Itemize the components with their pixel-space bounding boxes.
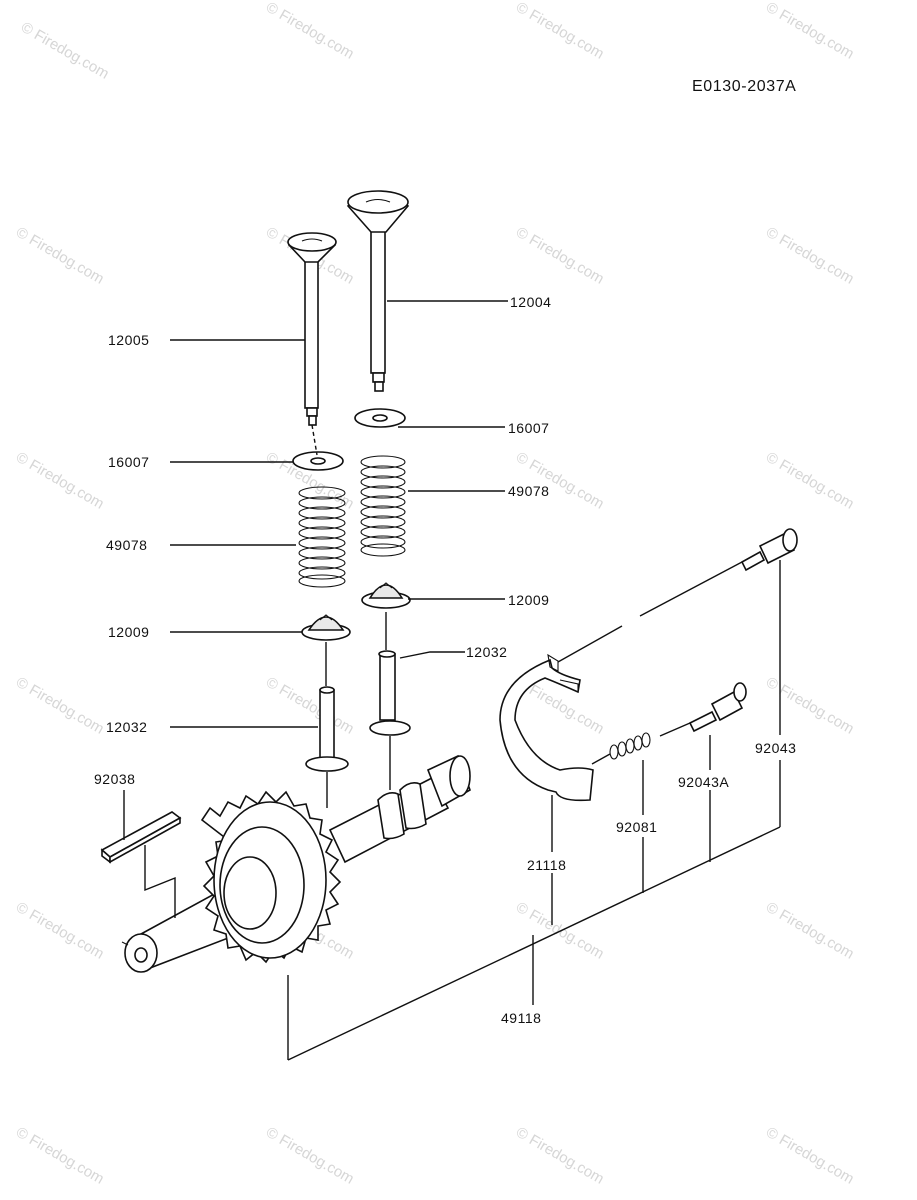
- tappet-12032-left: [305, 686, 349, 772]
- label-12005: 12005: [108, 332, 149, 348]
- watermark: © Firedog.com: [763, 449, 857, 513]
- label-21118: 21118: [527, 857, 566, 873]
- valve-12004: [346, 190, 410, 392]
- label-12009-right: 12009: [508, 592, 549, 608]
- watermark: © Firedog.com: [763, 1124, 857, 1188]
- pin-92043A: [688, 682, 747, 733]
- label-12032-left: 12032: [106, 719, 147, 735]
- tappet-12032-right: [369, 650, 411, 736]
- label-92043: 92043: [755, 740, 796, 756]
- spring-49078-left: [298, 486, 346, 588]
- watermark: © Firedog.com: [13, 449, 107, 513]
- spring-92081: [609, 732, 651, 760]
- watermark: © Firedog.com: [763, 0, 857, 63]
- watermark: © Firedog.com: [263, 0, 357, 63]
- watermark: © Firedog.com: [763, 224, 857, 288]
- diagram-code: E0130-2037A: [692, 78, 796, 95]
- watermark: © Firedog.com: [13, 1124, 107, 1188]
- label-12032-right: 12032: [466, 644, 507, 660]
- spring-49078-right: [360, 455, 406, 557]
- watermark: © Firedog.com: [13, 899, 107, 963]
- camshaft-49118: [121, 754, 471, 973]
- watermark: © Firedog.com: [263, 674, 357, 738]
- label-16007-left: 16007: [108, 454, 149, 470]
- watermark: © Firedog.com: [13, 674, 107, 738]
- valve-12005: [287, 232, 337, 426]
- label-92043A: 92043A: [678, 774, 729, 790]
- label-49078-left: 49078: [106, 537, 147, 553]
- label-92081: 92081: [616, 819, 657, 835]
- washer-16007-right: [354, 408, 406, 428]
- pin-92043: [740, 528, 798, 572]
- retainer-12009-left: [301, 614, 351, 641]
- leader-lines: [123, 300, 781, 1061]
- watermark: © Firedog.com: [263, 1124, 357, 1188]
- label-49078-right: 49078: [508, 483, 549, 499]
- key-92038: [100, 811, 182, 864]
- label-12004: 12004: [510, 294, 551, 310]
- watermark: © Firedog.com: [18, 19, 112, 83]
- watermark: © Firedog.com: [513, 224, 607, 288]
- label-49118: 49118: [501, 1010, 541, 1026]
- watermark: © Firedog.com: [513, 1124, 607, 1188]
- watermark: © Firedog.com: [13, 224, 107, 288]
- watermark: © Firedog.com: [513, 449, 607, 513]
- label-92038: 92038: [94, 771, 135, 787]
- part-labels: 12005 12004 16007 16007 49078 49078 1200…: [94, 294, 796, 1026]
- watermark: © Firedog.com: [513, 0, 607, 63]
- retainer-12009-right: [361, 582, 411, 609]
- watermark-layer: © Firedog.com © Firedog.com © Firedog.co…: [13, 0, 857, 1188]
- plate-21118: [499, 653, 594, 802]
- label-12009-left: 12009: [108, 624, 149, 640]
- watermark: © Firedog.com: [763, 674, 857, 738]
- label-16007-right: 16007: [508, 420, 549, 436]
- washer-16007-left: [292, 451, 344, 471]
- watermark: © Firedog.com: [763, 899, 857, 963]
